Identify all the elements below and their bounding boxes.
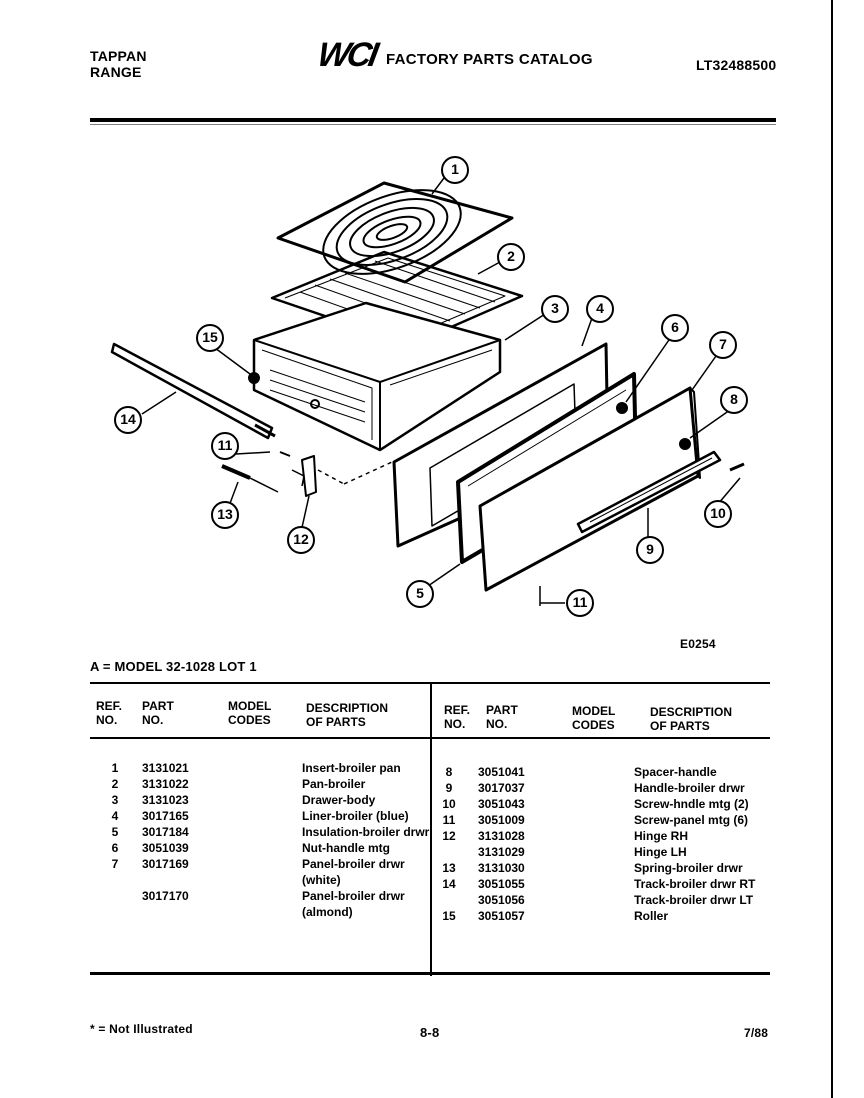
callout-7-label: 7	[719, 336, 727, 352]
product-label: RANGE	[90, 64, 142, 80]
part-3-drawer-body	[248, 301, 502, 452]
table-top-rule	[90, 682, 770, 684]
not-illustrated-note: * = Not Illustrated	[90, 1022, 193, 1036]
callout-3-label: 3	[551, 300, 559, 316]
part-13-spring	[221, 464, 279, 493]
callout-11b-label: 11	[572, 594, 588, 610]
broiler-drawer-exploded-diagram	[110, 156, 748, 617]
callout-10-label: 10	[710, 505, 726, 521]
callout-4	[586, 295, 614, 323]
callout-8	[720, 386, 748, 414]
callout-1-label: 1	[451, 161, 459, 177]
callout-14	[114, 406, 142, 434]
callout-4-label: 4	[596, 300, 604, 316]
brand-label: TAPPAN	[90, 48, 147, 64]
figure-code: E0254	[680, 637, 716, 651]
catalog-title: FACTORY PARTS CATALOG	[386, 51, 593, 68]
col-desc-header-right: DESCRIPTION OF PARTS	[650, 705, 733, 733]
header-divider	[90, 118, 776, 122]
callout-6-label: 6	[671, 319, 679, 335]
callout-13-label: 13	[217, 506, 233, 522]
wci-logo: WCI	[314, 36, 379, 74]
header-divider-thin	[90, 124, 776, 125]
callout-2	[497, 243, 525, 271]
callout-9	[636, 536, 664, 564]
col-model-header-right: MODEL CODES	[572, 704, 616, 732]
part-12-hinge	[291, 455, 317, 497]
col-ref-header-right: REF. NO.	[444, 703, 471, 731]
col-part-header-right: PART NO.	[486, 703, 518, 731]
callout-6	[661, 314, 689, 342]
callout-11a-label: 11	[217, 437, 233, 453]
callout-10	[704, 500, 732, 528]
table-column-divider	[430, 684, 432, 976]
callout-3	[541, 295, 569, 323]
callout-11a	[211, 432, 239, 460]
callout-11b	[566, 589, 594, 617]
callout-15	[196, 324, 224, 352]
part-1-insert-broiler-pan	[276, 181, 514, 284]
callout-7	[709, 331, 737, 359]
catalog-number: LT32488500	[696, 57, 777, 73]
callout-14-label: 14	[120, 411, 136, 427]
page-edge-line	[831, 0, 833, 1098]
part-14-track	[110, 342, 276, 440]
callout-12-label: 12	[293, 531, 309, 547]
col-desc-header-left: DESCRIPTION OF PARTS	[306, 701, 389, 729]
callout-15-label: 15	[202, 329, 218, 345]
col-ref-header-left: REF. NO.	[96, 699, 123, 727]
part-9-handle	[576, 450, 722, 534]
table-bottom-rule	[90, 972, 770, 975]
callout-12	[287, 526, 315, 554]
callout-8-label: 8	[730, 391, 738, 407]
page-number: 8-8	[420, 1025, 440, 1040]
callout-5	[406, 580, 434, 608]
model-line: A = MODEL 32-1028 LOT 1	[90, 659, 257, 674]
col-part-header-left: PART NO.	[142, 699, 174, 727]
revision-date: 7/88	[744, 1026, 769, 1040]
col-model-header-left: MODEL CODES	[228, 699, 272, 727]
callout-13	[211, 501, 239, 529]
callout-9-label: 9	[646, 541, 654, 557]
callout-1	[441, 156, 469, 184]
callout-2-label: 2	[507, 248, 515, 264]
callout-5-label: 5	[416, 585, 424, 601]
